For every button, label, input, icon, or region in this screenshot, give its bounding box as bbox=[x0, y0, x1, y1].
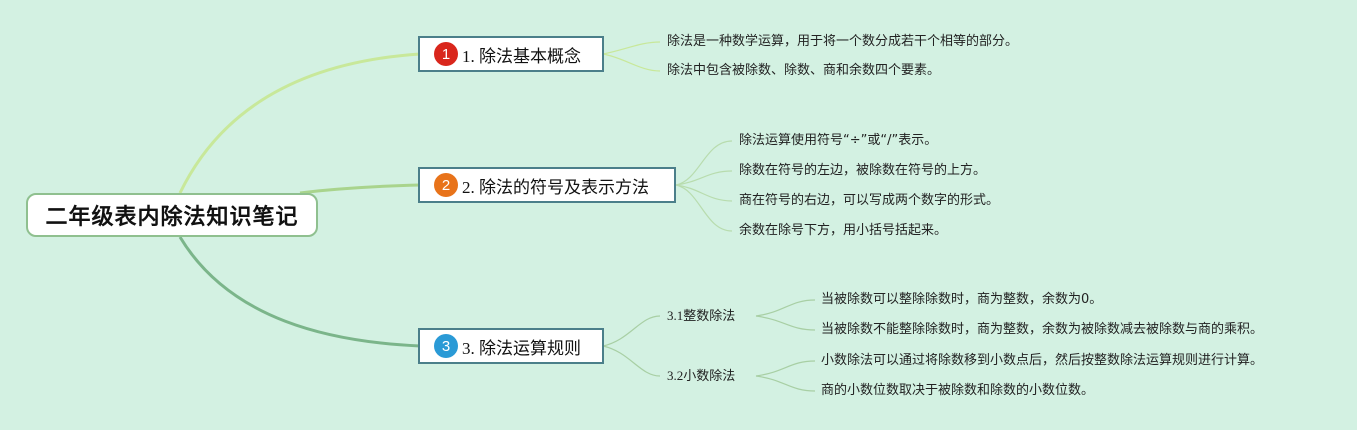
branch-1-leaf-2[interactable]: 除法中包含被除数、除数、商和余数四个要素。 bbox=[667, 63, 941, 78]
link-root-branch-1 bbox=[178, 52, 421, 194]
link-b1-leaf-1 bbox=[602, 41, 661, 55]
branch-3-topic[interactable]: 3 3. 除法运算规则 bbox=[418, 328, 604, 364]
link-b2-leaf-2 bbox=[675, 170, 733, 186]
branch-2-leaf-2[interactable]: 除数在符号的左边，被除数在符号的上方。 bbox=[739, 163, 987, 178]
branch-2-topic[interactable]: 2 2. 除法的符号及表示方法 bbox=[418, 167, 676, 203]
branch-1-label: 1. 除法基本概念 bbox=[462, 46, 581, 66]
link-b2-leaf-1 bbox=[675, 140, 733, 186]
link-s2-leaf-1 bbox=[755, 360, 816, 377]
link-b3-sub-2 bbox=[602, 345, 661, 377]
link-b2-leaf-4 bbox=[675, 184, 733, 232]
link-s1-leaf-1 bbox=[755, 299, 816, 317]
branch-2-label: 2. 除法的符号及表示方法 bbox=[462, 177, 649, 197]
link-b3-sub-1 bbox=[602, 315, 661, 347]
branch-2-leaf-1[interactable]: 除法运算使用符号“÷”或“/”表示。 bbox=[739, 133, 938, 148]
root-topic[interactable]: 二年级表内除法知识笔记 bbox=[26, 193, 318, 237]
branch-3-label: 3. 除法运算规则 bbox=[462, 338, 581, 358]
root-title: 二年级表内除法知识笔记 bbox=[45, 205, 299, 230]
link-s1-leaf-2 bbox=[755, 315, 816, 331]
number-2-badge-icon: 2 bbox=[434, 173, 458, 197]
sub-topic-3-2[interactable]: 3.2小数除法 bbox=[667, 368, 736, 383]
link-b1-leaf-2 bbox=[602, 53, 661, 72]
link-b2-leaf-3 bbox=[675, 184, 733, 202]
number-1-badge-icon: 1 bbox=[434, 42, 458, 66]
link-root-branch-3 bbox=[178, 236, 421, 348]
link-root-branch-2 bbox=[299, 183, 421, 195]
sub-3-2-leaf-1[interactable]: 小数除法可以通过将除数移到小数点后，然后按整数除法运算规则进行计算。 bbox=[821, 353, 1264, 368]
sub-3-1-leaf-2[interactable]: 当被除数不能整除除数时，商为整数，余数为被除数减去被除数与商的乘积。 bbox=[821, 322, 1264, 337]
sub-3-2-leaf-2[interactable]: 商的小数位数取决于被除数和除数的小数位数。 bbox=[821, 383, 1095, 398]
branch-2-leaf-3[interactable]: 商在符号的右边，可以写成两个数字的形式。 bbox=[739, 193, 1000, 208]
sub-topic-3-1[interactable]: 3.1整数除法 bbox=[667, 308, 736, 323]
branch-1-leaf-1[interactable]: 除法是一种数学运算，用于将一个数分成若干个相等的部分。 bbox=[667, 34, 1019, 49]
branch-2-leaf-4[interactable]: 余数在除号下方，用小括号括起来。 bbox=[739, 223, 948, 238]
sub-3-1-leaf-1[interactable]: 当被除数可以整除除数时，商为整数，余数为0。 bbox=[821, 292, 1103, 307]
number-3-badge-icon: 3 bbox=[434, 334, 458, 358]
link-s2-leaf-2 bbox=[755, 375, 816, 392]
branch-1-topic[interactable]: 1 1. 除法基本概念 bbox=[418, 36, 604, 72]
